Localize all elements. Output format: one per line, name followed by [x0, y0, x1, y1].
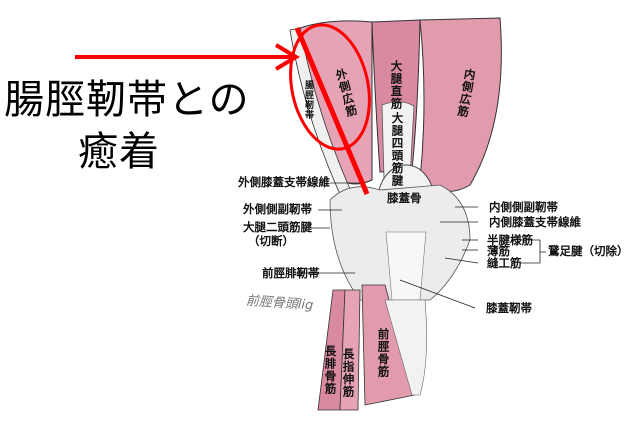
- vastus-medialis-shape: [419, 17, 502, 192]
- highlight-ellipse: [289, 23, 371, 151]
- extensor-digitorum-shape: [339, 289, 361, 411]
- title-line-1: 腸脛靭帯との: [4, 77, 250, 123]
- label-pes-anserinus: 鵞足腱（切除）: [548, 244, 624, 258]
- label-patellar-ligament: 膝蓋靭帯: [486, 301, 532, 315]
- patellar-ligament-shape: [385, 231, 427, 301]
- iliotibial-band-highlight: [294, 27, 370, 195]
- label-iliotibial-band: 腸脛靭帯: [303, 80, 313, 120]
- label-peroneus-longus: 長腓骨筋: [323, 345, 338, 395]
- label-biceps-cut: （切断）: [248, 234, 294, 248]
- tibia-shape: [384, 299, 427, 396]
- label-semitendinosus: 半腱様筋: [487, 233, 533, 247]
- label-lateral-retinaculum: 外側膝蓋支帯線維: [238, 175, 330, 189]
- pointer-arrow-head: [274, 43, 300, 71]
- label-biceps-tendon: 大腿二頭筋腱: [243, 220, 312, 234]
- label-tibialis-anterior: 前脛骨筋: [376, 328, 391, 378]
- leader-lines: [295, 182, 546, 309]
- label-sartorius: 縫工筋: [487, 256, 522, 270]
- label-patella: 膝蓋骨: [387, 191, 422, 205]
- label-medial-collateral: 内側側副靭帯: [489, 200, 558, 214]
- label-rectus-femoris: 大腿直筋: [389, 60, 404, 110]
- label-quadriceps-tendon: 大腿四頭筋腱: [390, 112, 405, 187]
- label-medial-retinaculum: 内側膝蓋支帯線維: [489, 215, 581, 229]
- title-line-2: 癒着: [78, 129, 160, 175]
- label-lateral-collateral: 外側側副靭帯: [243, 202, 312, 216]
- label-gracilis: 薄筋: [487, 244, 510, 258]
- label-extensor-digitorum: 長指伸筋: [341, 348, 356, 398]
- label-anterior-tibiofibular: 前脛腓靭帯: [262, 266, 320, 280]
